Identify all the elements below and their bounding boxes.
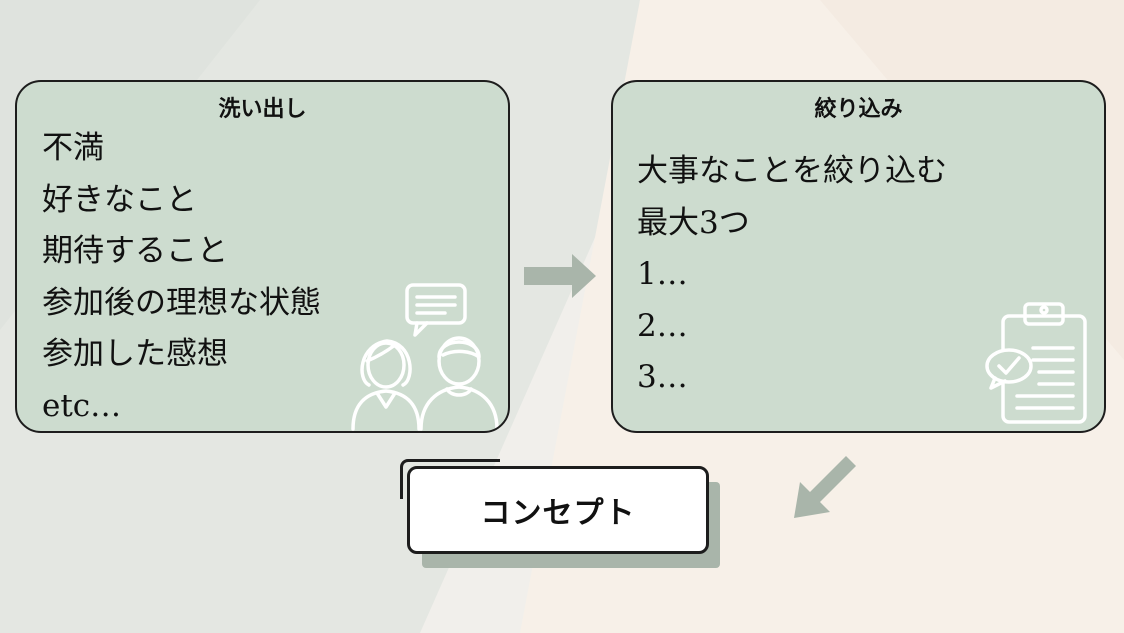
concept-label: コンセプト xyxy=(480,496,636,531)
list-item: 最大3つ xyxy=(637,204,750,241)
concept-box: コンセプト xyxy=(407,466,709,554)
narrow-down-panel: 絞り込み 大事なことを絞り込む 最大3つ 1… 2… 3… xyxy=(611,80,1106,433)
arrow-down-left-icon xyxy=(794,456,856,518)
list-item: 参加後の理想な状態 xyxy=(42,284,321,321)
brainstorm-list: 不満 好きなこと 期待すること 参加後の理想な状態 参加した感想 etc… xyxy=(42,123,321,431)
list-item: 不満 xyxy=(42,130,104,166)
list-item: 1… xyxy=(637,256,688,292)
clipboard-check-icon xyxy=(985,302,1087,424)
narrow-down-title: 絞り込み xyxy=(814,97,903,122)
narrow-down-list: 大事なことを絞り込む 最大3つ 1… 2… 3… xyxy=(637,146,947,404)
arrow-right-icon xyxy=(524,254,596,298)
brainstorm-title: 洗い出し xyxy=(218,97,307,122)
list-item: 3… xyxy=(637,359,688,395)
list-item: 期待すること xyxy=(42,233,228,269)
people-with-speech-bubble-icon xyxy=(351,283,499,431)
list-item: 好きなこと xyxy=(42,181,197,218)
list-item: 参加した感想 xyxy=(42,336,228,372)
list-item: 大事なことを絞り込む xyxy=(637,153,947,189)
concept-box-accent xyxy=(400,459,500,499)
list-item: etc… xyxy=(42,387,122,424)
brainstorm-panel: 洗い出し 不満 好きなこと 期待すること 参加後の理想な状態 参加した感想 et… xyxy=(15,80,510,433)
list-item: 2… xyxy=(637,307,688,344)
